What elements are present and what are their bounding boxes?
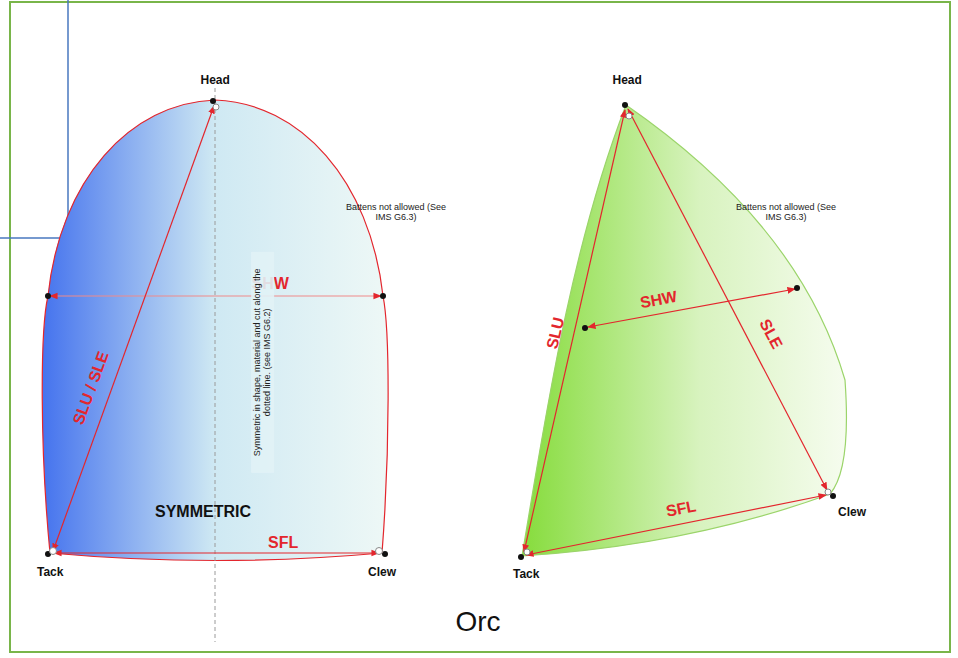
corner-points <box>45 98 388 557</box>
sle-line <box>628 109 827 490</box>
note: Battens not allowed (See IMS G6.3) <box>341 202 451 223</box>
dimension-label: SLE <box>755 316 786 352</box>
corner-name: Clew <box>838 506 866 520</box>
sail-type: SYMMETRIC <box>155 503 251 521</box>
slu-line <box>53 106 214 551</box>
dimension-label: SFL <box>268 534 298 552</box>
asymmetric-sail <box>522 105 847 556</box>
corner-points <box>518 102 836 560</box>
center-line <box>215 88 216 642</box>
outer-frame <box>10 2 950 652</box>
sfl-line <box>54 552 379 553</box>
symmetric-sail <box>42 100 388 561</box>
blue-frame <box>0 0 68 238</box>
corner-name: Tack <box>37 566 63 580</box>
corner-name: Tack <box>513 568 539 582</box>
caption: Orc <box>456 606 501 638</box>
shw-line <box>50 295 381 296</box>
note: Battens not allowed (See IMS G6.3) <box>731 202 841 223</box>
sfl-line <box>526 495 826 555</box>
corner-name: Head <box>613 74 642 88</box>
dimension-label: SHW <box>638 288 678 313</box>
slu-line <box>524 110 625 552</box>
corner-name: Clew <box>368 566 396 580</box>
dimension-label: SLU <box>543 316 568 351</box>
dimension-label: SLU / SLE <box>70 349 113 427</box>
note: Symmetric in shape, material and cut alo… <box>251 251 274 472</box>
dimension-label: SFL <box>665 497 698 521</box>
corner-name: Head <box>201 74 230 88</box>
